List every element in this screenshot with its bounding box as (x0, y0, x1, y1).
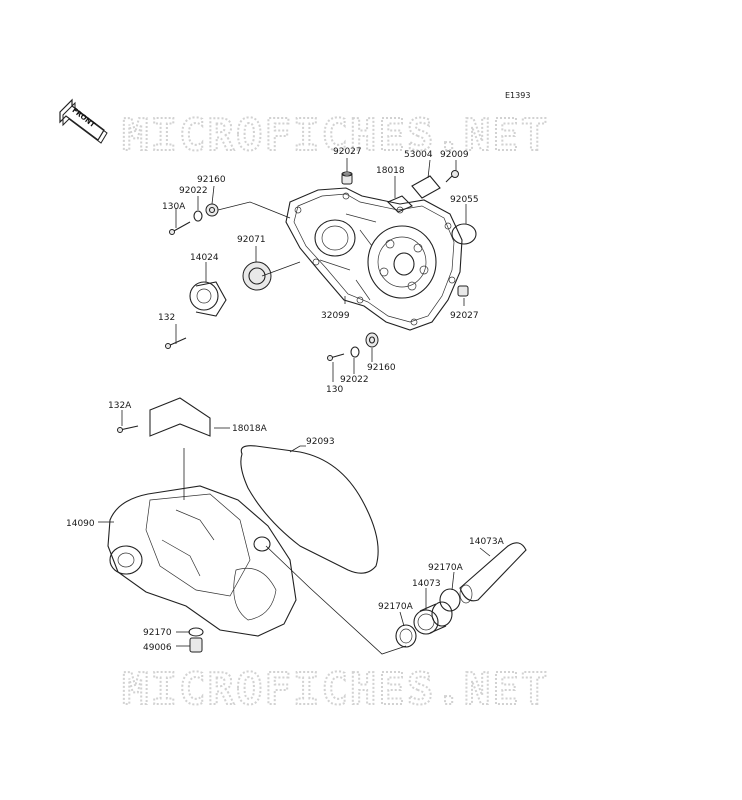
label-92027-right: 92027 (450, 311, 479, 321)
label-32099: 32099 (321, 311, 350, 321)
duct-14073A (459, 542, 527, 604)
leader-lines (98, 158, 491, 655)
label-14073A: 14073A (469, 537, 505, 547)
cap-14024 (189, 281, 227, 317)
bracket-53004 (411, 175, 441, 199)
washer-92022-top (193, 210, 203, 222)
plate-18018A (149, 397, 211, 437)
label-92027-top: 92027 (333, 147, 362, 157)
bolt-132A (117, 425, 139, 433)
label-92022-bottom: 92022 (340, 375, 369, 385)
clutch-cover-inner-32099 (285, 187, 463, 331)
o-ring-92055 (451, 223, 477, 245)
label-92071: 92071 (237, 235, 266, 245)
plate-18018 (387, 195, 413, 213)
label-49006: 49006 (143, 643, 172, 653)
label-92170A-left: 92170A (378, 602, 414, 612)
label-92160-top: 92160 (197, 175, 226, 185)
bolt-130 (327, 353, 345, 361)
label-14024: 14024 (190, 253, 219, 263)
label-53004: 53004 (404, 150, 433, 160)
label-18018A: 18018A (232, 424, 268, 434)
duct-14073 (413, 601, 453, 635)
clamp-92170A-left (395, 624, 417, 648)
screw-92009 (445, 170, 459, 183)
bolt-130A (169, 221, 191, 235)
label-132A: 132A (108, 401, 132, 411)
watermark-bottom: MICROFICHES.NET (122, 664, 549, 715)
part-49006 (189, 637, 203, 653)
front-arrow-icon: FRONT (59, 98, 108, 144)
label-130A: 130A (162, 202, 186, 212)
dowel-92027-top (341, 171, 353, 185)
clamp-92170A-right (439, 588, 461, 612)
diagram-code: E1393 (505, 91, 530, 100)
label-18018: 18018 (376, 166, 405, 176)
clutch-cover-outer-14090 (107, 485, 297, 637)
label-92170A-right: 92170A (428, 563, 464, 573)
label-92009: 92009 (440, 150, 469, 160)
label-130: 130 (326, 385, 343, 395)
collar-92160-bottom (365, 332, 379, 348)
collar-92160-top (205, 203, 219, 217)
label-92022-top: 92022 (179, 186, 208, 196)
label-92170: 92170 (143, 628, 172, 638)
label-132: 132 (158, 313, 175, 323)
watermark-top: MICROFICHES.NET (122, 110, 549, 161)
label-14073: 14073 (412, 579, 441, 589)
washer-92022-bottom (350, 346, 360, 358)
label-92160-bottom: 92160 (367, 363, 396, 373)
oil-seal-92071 (242, 261, 272, 291)
dowel-92027-right (457, 285, 469, 297)
label-92055: 92055 (450, 195, 479, 205)
label-92093: 92093 (306, 437, 335, 447)
label-14090: 14090 (66, 519, 95, 529)
gasket-92093 (240, 445, 379, 574)
clamp-92170 (188, 627, 204, 637)
bolt-132 (165, 337, 187, 349)
